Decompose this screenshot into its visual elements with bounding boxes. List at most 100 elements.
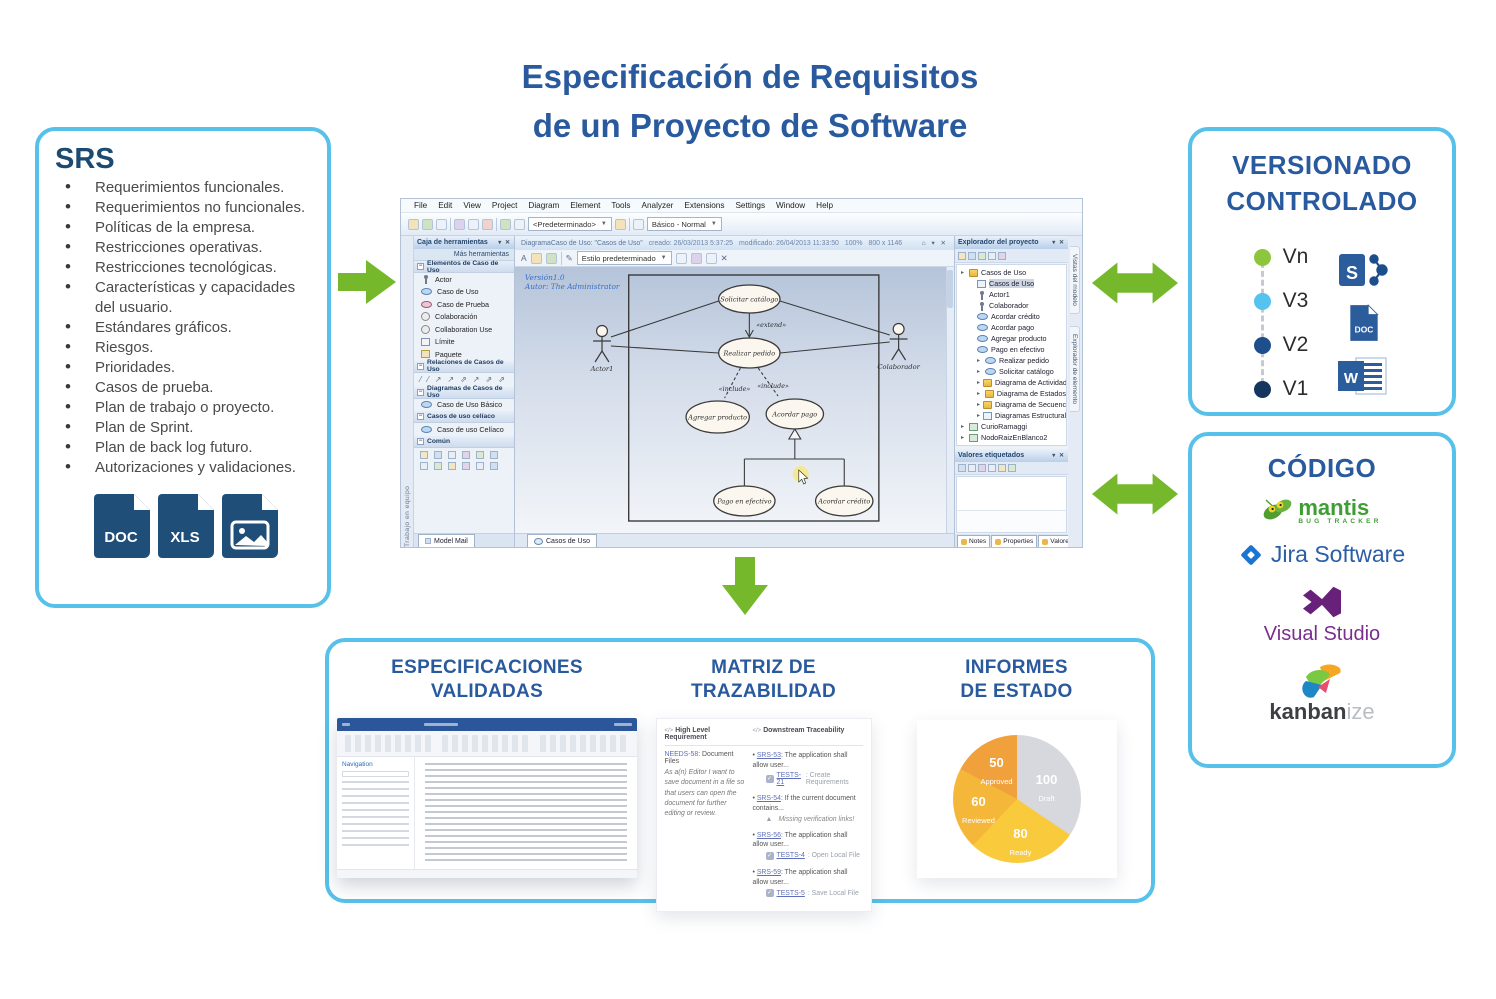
style-dropdown[interactable]: Estilo predeterminado▼ bbox=[576, 251, 672, 265]
expander-icon[interactable]: ▸ bbox=[977, 391, 981, 397]
menu-item[interactable]: Window bbox=[776, 201, 806, 210]
relation-tool-icons[interactable]: ⁄⁄↗↗⇗↗⇗⇗ bbox=[414, 373, 514, 387]
toolbox-section-header[interactable]: − Casos de uso celíaco bbox=[414, 411, 514, 423]
project-tree-item[interactable]: ▸ Diagrama de Secuenci bbox=[957, 399, 1066, 410]
common-tool-icons[interactable] bbox=[414, 448, 514, 473]
menu-item[interactable]: Element bbox=[570, 201, 601, 210]
cut-button-icon[interactable] bbox=[454, 218, 465, 230]
collapse-icon[interactable]: − bbox=[417, 362, 424, 370]
arrow-icon[interactable]: ↗ bbox=[472, 374, 480, 384]
srs-link[interactable]: SRS-53 bbox=[756, 752, 781, 759]
use-case-agregar-producto[interactable]: Agregar producto bbox=[685, 400, 750, 434]
panel-controls-icons[interactable]: ▾ ✕ bbox=[498, 240, 511, 246]
project-tree-item[interactable]: ▸ Casos de Uso bbox=[957, 267, 1066, 278]
help-button-icon[interactable] bbox=[614, 218, 626, 230]
toolbox-section-header[interactable]: − Relaciones de Casos de Uso bbox=[414, 359, 514, 373]
sort-az-icon[interactable] bbox=[968, 464, 976, 472]
expander-icon[interactable]: ▸ bbox=[977, 402, 981, 408]
text-tool-icon[interactable] bbox=[434, 450, 442, 459]
list-tool-icon[interactable] bbox=[462, 450, 470, 459]
toolbox-item[interactable]: Colaboración bbox=[414, 311, 514, 324]
use-case-acordar-credito[interactable]: Acordar crédito bbox=[814, 485, 874, 517]
menu-item[interactable]: Analyzer bbox=[641, 201, 674, 210]
arrow-icon[interactable]: ↗ bbox=[447, 374, 455, 384]
association-icon[interactable]: ⁄ bbox=[427, 374, 429, 384]
toolbox-item[interactable]: Caso de Uso Básico bbox=[414, 399, 514, 412]
more-tools-link[interactable]: Más herramientas bbox=[414, 249, 514, 261]
extend-relation[interactable] bbox=[744, 313, 754, 339]
paste-button-icon[interactable] bbox=[482, 218, 493, 230]
project-tree-item[interactable]: ▸ Actor1 bbox=[957, 289, 1066, 300]
shape-tool-icon[interactable] bbox=[420, 461, 428, 470]
bottom-tab[interactable]: Valores ... bbox=[1038, 535, 1068, 547]
teamwork-vertical-tab[interactable]: Trabajo en equipo bbox=[403, 485, 411, 547]
collapse-icon[interactable]: − bbox=[417, 263, 424, 270]
poly-tool-icon[interactable] bbox=[462, 461, 470, 470]
use-case-solicitar-catalogo[interactable]: Solicitar catálogo bbox=[718, 284, 781, 314]
open-button-icon[interactable] bbox=[422, 218, 433, 230]
note-tool-icon[interactable] bbox=[420, 450, 428, 459]
test-link[interactable]: TESTS-21 bbox=[776, 772, 802, 787]
new-folder-icon[interactable] bbox=[958, 251, 966, 260]
project-tree-item[interactable]: ▸ Diagrama de Estados bbox=[957, 388, 1066, 399]
group-button-icon[interactable] bbox=[690, 252, 702, 264]
bottom-tab[interactable]: Properties bbox=[991, 535, 1038, 547]
scrollbar-thumb[interactable] bbox=[947, 270, 953, 308]
need-id-link[interactable]: NEEDS-58 bbox=[664, 751, 699, 758]
diagram-canvas[interactable]: Versión1.0 Autor: The Administrator bbox=[515, 267, 954, 533]
toolbox-section-header[interactable]: − Diagramas de Casos de Uso bbox=[414, 385, 514, 399]
layer-button-icon[interactable] bbox=[705, 252, 717, 264]
layout-button-icon[interactable] bbox=[632, 218, 644, 230]
toolbox-item[interactable]: Actor bbox=[414, 273, 514, 286]
delete-button-icon[interactable]: ✕ bbox=[720, 252, 728, 263]
menu-item[interactable]: Help bbox=[816, 201, 834, 210]
new-diagram-icon[interactable] bbox=[968, 251, 976, 260]
toolbox-item[interactable]: Caso de Prueba bbox=[414, 298, 514, 311]
diagram-titlebar-controls[interactable]: ⌂ ▾ ✕ bbox=[921, 240, 948, 247]
panel-controls-icons[interactable]: ▾ ✕ bbox=[1052, 453, 1065, 459]
toolbox-section-header[interactable]: − Elementos de Caso de Uso bbox=[414, 260, 514, 274]
diagram-tab-casos-de-uso[interactable]: Casos de Uso bbox=[527, 534, 597, 547]
use-case-realizar-pedido[interactable]: Realizar pedido bbox=[718, 337, 781, 369]
arrow-icon[interactable]: ⇗ bbox=[485, 374, 493, 384]
project-tree-item[interactable]: ▸ CurioRamaggi bbox=[957, 421, 1066, 432]
toolbox-item[interactable]: Caso de uso Celíaco bbox=[414, 423, 514, 436]
menu-item[interactable]: File bbox=[414, 201, 428, 210]
menu-item[interactable]: Settings bbox=[735, 201, 766, 210]
generalization-relation[interactable] bbox=[743, 427, 845, 486]
print-button-icon[interactable] bbox=[500, 218, 511, 230]
font-tool-icon[interactable]: A bbox=[521, 253, 527, 263]
project-tree-item[interactable]: ▸ Diagrama de Actividad bbox=[957, 377, 1066, 388]
test-link[interactable]: TESTS-5 bbox=[776, 889, 805, 897]
actor-right[interactable] bbox=[889, 322, 908, 361]
project-tree-item[interactable]: ▸ Agregar producto bbox=[957, 333, 1066, 344]
sort-icon[interactable] bbox=[998, 251, 1006, 260]
line-tool-icon[interactable] bbox=[476, 461, 484, 470]
dock-vertical-tab[interactable]: Vistas del modelo bbox=[1070, 246, 1080, 314]
toolbox-item[interactable]: Caso de Uso bbox=[414, 286, 514, 299]
oval-tool-icon[interactable] bbox=[448, 461, 456, 470]
panel-controls-icons[interactable]: ▾ ✕ bbox=[1052, 240, 1065, 246]
tag-icon[interactable] bbox=[998, 464, 1006, 472]
test-link[interactable]: TESTS-4 bbox=[776, 852, 805, 860]
expander-icon[interactable]: ▸ bbox=[977, 358, 981, 364]
arrow-icon[interactable]: ⇗ bbox=[498, 374, 505, 384]
group-by-icon[interactable] bbox=[958, 464, 966, 472]
view-mode-dropdown[interactable]: Básico - Normal▼ bbox=[646, 217, 722, 231]
include-relations[interactable] bbox=[724, 367, 779, 399]
menu-item[interactable]: Diagram bbox=[528, 201, 560, 210]
project-tree-item[interactable]: ▸ NodoRaizEnBlanco2 bbox=[957, 432, 1066, 443]
project-tree-item[interactable]: ▸ Pago en efectivo bbox=[957, 344, 1066, 355]
format-painter-icon[interactable]: ✎ bbox=[565, 252, 573, 263]
actor-left[interactable] bbox=[593, 324, 611, 363]
expander-icon[interactable]: ▸ bbox=[961, 270, 965, 276]
fill-color-icon[interactable] bbox=[530, 252, 542, 264]
bottom-tab[interactable]: Notes bbox=[957, 535, 991, 547]
project-tree-item[interactable]: ▸ Diagramas Estructurales bbox=[957, 410, 1066, 421]
preset-dropdown[interactable]: <Predeterminado>▼ bbox=[528, 217, 612, 231]
edit-value-icon[interactable] bbox=[978, 464, 986, 472]
canvas-scrollbar[interactable] bbox=[946, 267, 954, 533]
image-tool-icon[interactable] bbox=[490, 450, 498, 459]
new-button-icon[interactable] bbox=[408, 218, 419, 230]
align-button-icon[interactable] bbox=[675, 252, 687, 264]
